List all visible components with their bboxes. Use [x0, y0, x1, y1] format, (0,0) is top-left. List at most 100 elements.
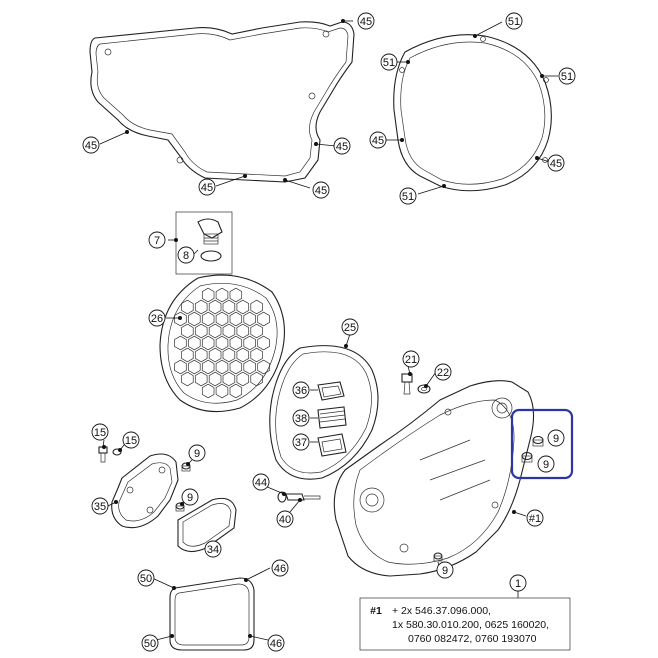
cap-36[interactable] — [317, 381, 345, 401]
callout-label: 34 — [207, 544, 219, 556]
screw-15[interactable] — [98, 446, 108, 463]
dowel-pin-9-lower[interactable] — [521, 451, 533, 463]
dowel-pin-9-b[interactable] — [175, 502, 185, 512]
screw-21[interactable] — [401, 373, 413, 395]
callout-c40[interactable]: 40 — [276, 510, 294, 528]
leader-dot — [178, 316, 182, 320]
note-line-1: + 2x 546.37.096.000, — [392, 605, 491, 617]
callout-c50a[interactable]: 50 — [137, 569, 155, 587]
gasket-50-46[interactable] — [169, 577, 255, 651]
callout-c9b[interactable]: 9 — [547, 429, 565, 447]
callout-c50b[interactable]: 50 — [141, 634, 159, 652]
callout-c9e[interactable]: 9 — [436, 561, 454, 579]
callout-c45g[interactable]: 45 — [547, 154, 565, 172]
callout-c45c[interactable]: 45 — [333, 137, 351, 155]
callout-c21[interactable]: 21 — [402, 350, 420, 368]
cover-gasket-25[interactable] — [269, 345, 379, 480]
grille-hex — [215, 383, 229, 399]
callout-circle — [271, 559, 289, 577]
cap-37[interactable] — [317, 433, 347, 457]
leader-dot — [283, 178, 287, 182]
grille-hex — [229, 359, 243, 375]
callout-c45a[interactable]: 45 — [357, 12, 375, 30]
callout-c9c[interactable]: 9 — [537, 455, 555, 473]
callout-c15a[interactable]: 15 — [91, 423, 109, 441]
grille-hex — [215, 287, 229, 303]
callout-label: 36 — [295, 385, 307, 397]
washer-15[interactable] — [112, 448, 122, 456]
callout-c8[interactable]: 8 — [177, 246, 195, 264]
callout-c38[interactable]: 38 — [292, 409, 310, 427]
dowel-pin-9-upper[interactable] — [532, 435, 544, 447]
callout-c9a[interactable]: 9 — [188, 444, 206, 462]
callout-c46b[interactable]: 46 — [267, 634, 285, 652]
callout-label: 26 — [151, 313, 163, 325]
screw-plug-7[interactable] — [197, 218, 223, 245]
callout-c44[interactable]: 44 — [252, 473, 270, 491]
callout-c7[interactable]: 7 — [148, 231, 166, 249]
screw-44[interactable] — [285, 493, 321, 501]
leader-dot — [540, 74, 544, 78]
callout-label: 51 — [402, 191, 414, 203]
callout-label: 45 — [85, 140, 97, 152]
crankcase-cover-1[interactable] — [333, 380, 535, 577]
callout-circle — [369, 131, 387, 149]
callout-circle — [357, 12, 375, 30]
grille-hex — [194, 323, 208, 339]
grille-hex — [215, 311, 229, 327]
grille-hex — [236, 371, 250, 387]
callout-c45d[interactable]: 45 — [198, 178, 216, 196]
callout-c22[interactable]: 22 — [434, 363, 452, 381]
callout-c51b[interactable]: 51 — [380, 53, 398, 71]
washer-40[interactable] — [277, 491, 287, 503]
highlight-box-dowel-pins[interactable] — [510, 408, 574, 480]
callout-c9d[interactable]: 9 — [181, 488, 199, 506]
grille-hex — [229, 287, 243, 303]
leader-dot — [282, 492, 286, 496]
callout-circle — [122, 431, 140, 449]
callout-circle — [137, 569, 155, 587]
leader-dot — [424, 384, 428, 388]
clutch-cover-26[interactable] — [159, 274, 285, 413]
callout-c36[interactable]: 36 — [292, 381, 310, 399]
washer-22[interactable] — [417, 384, 431, 394]
callout-c25[interactable]: 25 — [341, 318, 359, 336]
callout-c51a[interactable]: 51 — [505, 12, 523, 30]
callout-c51c[interactable]: 51 — [558, 67, 576, 85]
callout-label: 40 — [279, 514, 291, 526]
callout-c46a[interactable]: 46 — [271, 559, 289, 577]
callout-label: 25 — [344, 322, 356, 334]
callout-label: 50 — [144, 638, 156, 650]
callout-c51d[interactable]: 51 — [399, 187, 417, 205]
callout-c1assy[interactable]: #1 — [526, 509, 544, 527]
grille-hex — [250, 371, 263, 387]
callout-label: 50 — [140, 573, 152, 585]
callout-c45f[interactable]: 45 — [369, 131, 387, 149]
pump-gasket-34[interactable] — [177, 497, 237, 553]
grille-hex — [257, 359, 270, 375]
callout-circle — [177, 246, 195, 264]
callout-c26[interactable]: 26 — [148, 309, 166, 327]
grille-hex — [229, 383, 243, 399]
callout-c35[interactable]: 35 — [91, 497, 109, 515]
callout-label: 51 — [508, 16, 520, 28]
dowel-pin-9-bottom[interactable] — [433, 552, 443, 562]
o-ring-8[interactable] — [200, 250, 222, 262]
cap-38[interactable] — [317, 406, 347, 429]
gasket-51[interactable] — [393, 34, 552, 192]
water-pump-cover-35[interactable] — [111, 453, 179, 529]
leader-dot — [244, 578, 248, 582]
gasket-45[interactable] — [89, 21, 355, 183]
callout-c37[interactable]: 37 — [292, 433, 310, 451]
callout-c45b[interactable]: 45 — [82, 136, 100, 154]
callout-c15b[interactable]: 15 — [122, 431, 140, 449]
grille-hex — [222, 347, 236, 363]
callout-circle — [312, 181, 330, 199]
callout-c1[interactable]: 1 — [509, 574, 527, 592]
callout-circle — [341, 318, 359, 336]
dowel-pin-9-a[interactable] — [181, 462, 191, 472]
callout-c45e[interactable]: 45 — [312, 181, 330, 199]
callout-label: 7 — [154, 235, 160, 247]
callout-c34[interactable]: 34 — [204, 540, 222, 558]
